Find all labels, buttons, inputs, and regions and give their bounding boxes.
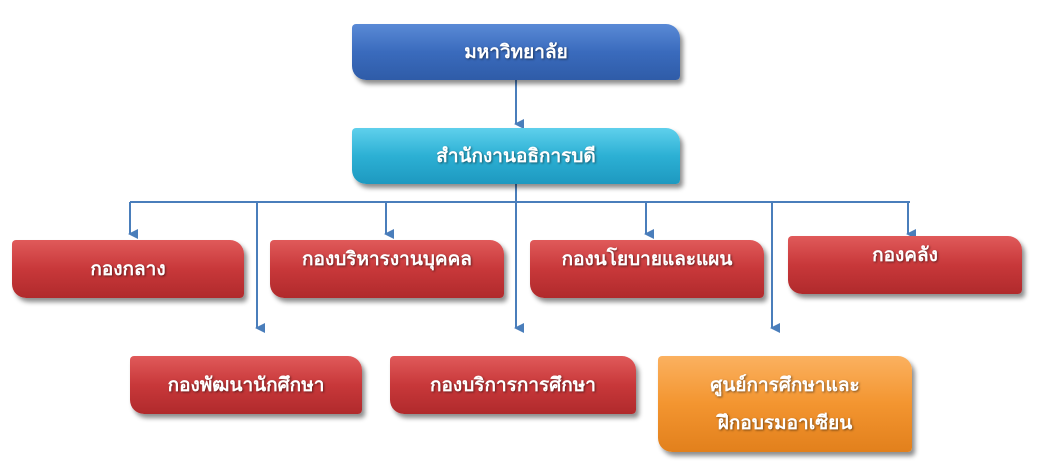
node-academic-services-division: กองบริการการศึกษา [390, 356, 636, 414]
node-policy-planning-division: กองนโยบายและแผน [530, 240, 764, 298]
node-label: มหาวิทยาลัย [464, 41, 568, 63]
node-label-line2: ฝึกอบรมอาเซียน [717, 412, 853, 434]
node-finance-division: กองคลัง [788, 236, 1022, 294]
node-student-development-division: กองพัฒนานักศึกษา [130, 356, 362, 414]
node-university: มหาวิทยาลัย [352, 24, 680, 80]
node-label: กองบริหารงานบุคคล [302, 248, 472, 270]
node-label: กองนโยบายและแผน [561, 248, 733, 270]
node-label: สำนักงานอธิการบดี [436, 145, 596, 167]
node-presidents-office: สำนักงานอธิการบดี [352, 128, 680, 184]
node-personnel-division: กองบริหารงานบุคคล [270, 240, 504, 298]
node-label: กองพัฒนานักศึกษา [167, 374, 325, 396]
node-label: กองบริการการศึกษา [430, 374, 596, 396]
node-central-division: กองกลาง [12, 240, 244, 298]
node-label: กองกลาง [90, 258, 166, 280]
node-asean-training-center: ศูนย์การศึกษาและ ฝึกอบรมอาเซียน [658, 356, 912, 452]
node-label: กองคลัง [872, 244, 938, 266]
node-label-line1: ศูนย์การศึกษาและ [710, 374, 860, 396]
